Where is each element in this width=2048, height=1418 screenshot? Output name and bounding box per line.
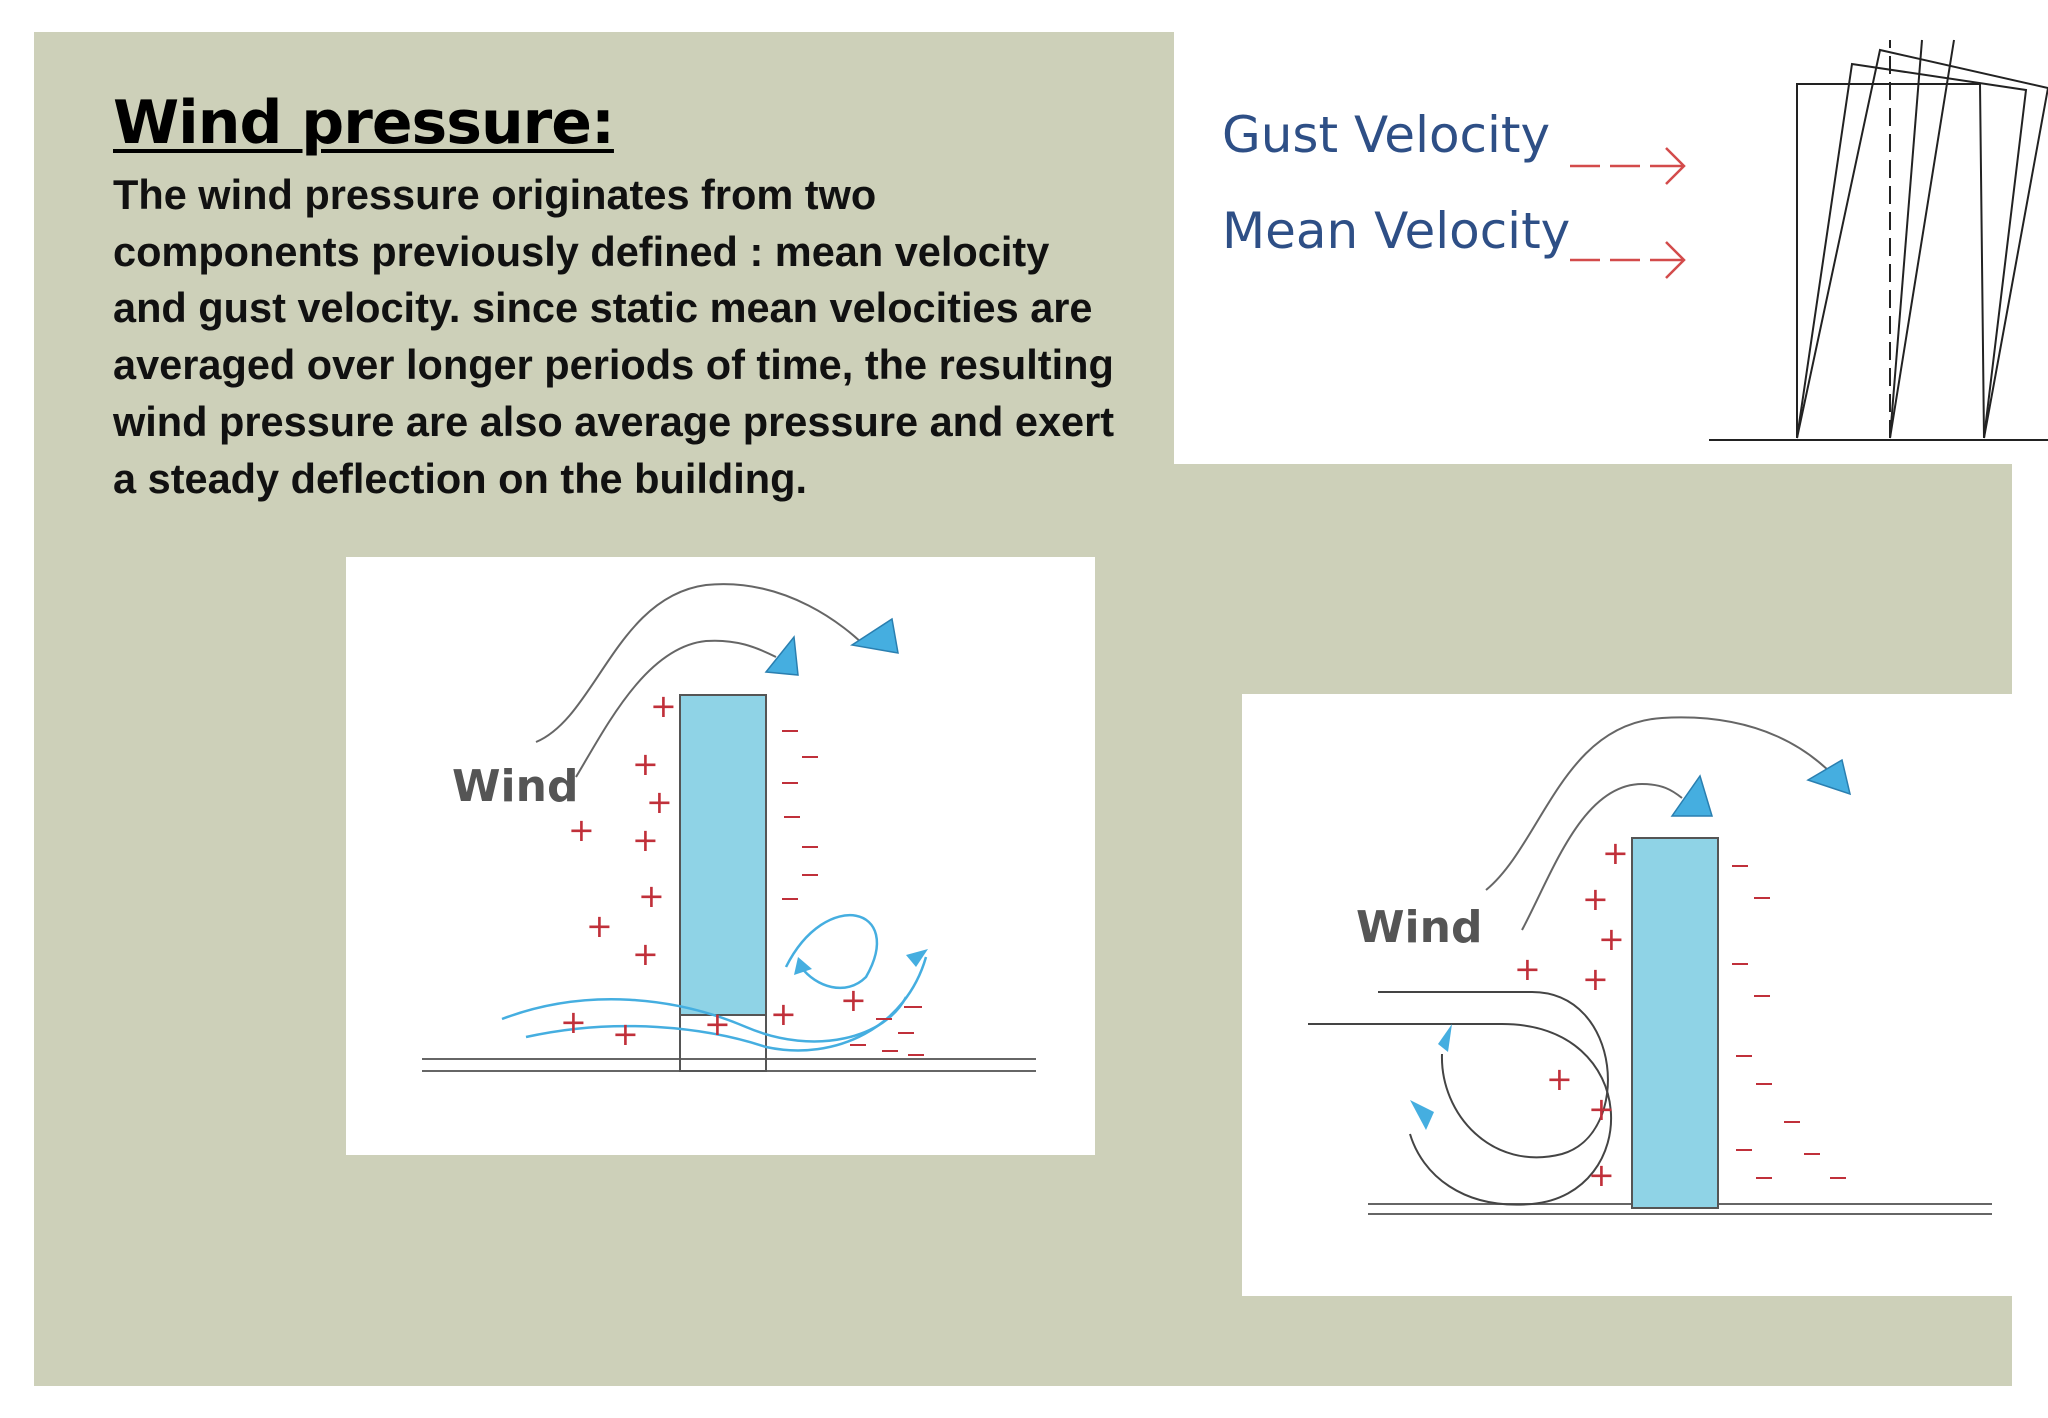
svg-text:+: + xyxy=(1588,1156,1615,1194)
svg-text:+: + xyxy=(1514,950,1541,988)
mean-arrow-icon xyxy=(1570,241,1686,279)
svg-text:+: + xyxy=(560,1003,587,1041)
gust-velocity-label: Gust Velocity xyxy=(1222,106,1550,164)
slide-body-text: The wind pressure originates from two co… xyxy=(113,171,1115,502)
svg-text:+: + xyxy=(1588,1090,1615,1128)
airflow-diagram-right: Wind +++ +++ ++ xyxy=(1242,694,2012,1296)
building-deflection-icon xyxy=(1709,39,2048,441)
positive-pressure-marks: +++ +++ +++ +++ + xyxy=(560,687,867,1053)
svg-text:+: + xyxy=(1598,920,1625,958)
svg-text:+: + xyxy=(586,907,613,945)
flow-arrowhead-icon xyxy=(1410,1100,1434,1130)
flow-lines-over-building xyxy=(535,583,867,778)
svg-text:+: + xyxy=(632,745,659,783)
svg-text:+: + xyxy=(646,783,673,821)
flow-arrowhead-icon xyxy=(849,617,899,654)
deflection-diagram: Gust Velocity Mean Velocity xyxy=(1174,30,2048,464)
svg-text:+: + xyxy=(840,981,867,1019)
svg-text:+: + xyxy=(1582,880,1609,918)
flow-arrowhead-icon xyxy=(764,635,799,676)
airflow-diagram-left: Wind +++ +++ +++ +++ + xyxy=(346,557,1095,1155)
svg-text:+: + xyxy=(704,1005,731,1043)
svg-text:+: + xyxy=(770,995,797,1033)
gust-arrow-icon xyxy=(1570,147,1686,185)
svg-text:+: + xyxy=(568,811,595,849)
flow-arrowhead-icon xyxy=(1438,1024,1452,1052)
flow-arrowhead-icon xyxy=(794,957,812,975)
building-block xyxy=(1631,837,1719,1209)
flow-lines-over-building xyxy=(1485,716,1833,931)
svg-text:+: + xyxy=(650,687,677,725)
wind-label: Wind xyxy=(1356,902,1482,953)
svg-text:+: + xyxy=(1546,1060,1573,1098)
ground-flow-lines xyxy=(501,913,928,1052)
svg-text:+: + xyxy=(1602,834,1629,872)
positive-pressure-marks: +++ +++ ++ xyxy=(1514,834,1629,1194)
mean-velocity-label: Mean Velocity xyxy=(1222,202,1570,260)
svg-text:+: + xyxy=(1582,960,1609,998)
building-base xyxy=(679,1014,767,1072)
svg-text:+: + xyxy=(632,935,659,973)
svg-text:+: + xyxy=(632,821,659,859)
wind-label: Wind xyxy=(452,761,578,812)
flow-arrowhead-icon xyxy=(906,949,928,967)
ground-line xyxy=(422,1058,1036,1072)
flow-arrowhead-icon xyxy=(1806,758,1852,796)
negative-pressure-marks xyxy=(782,730,924,1056)
slide-title: Wind pressure: xyxy=(113,88,615,158)
flow-arrowhead-icon xyxy=(1670,774,1714,817)
svg-text:+: + xyxy=(612,1015,639,1053)
recirculation-flow-lines xyxy=(1308,991,1613,1206)
svg-text:+: + xyxy=(638,877,665,915)
negative-pressure-marks xyxy=(1732,865,1846,1179)
building-block xyxy=(679,694,767,1016)
